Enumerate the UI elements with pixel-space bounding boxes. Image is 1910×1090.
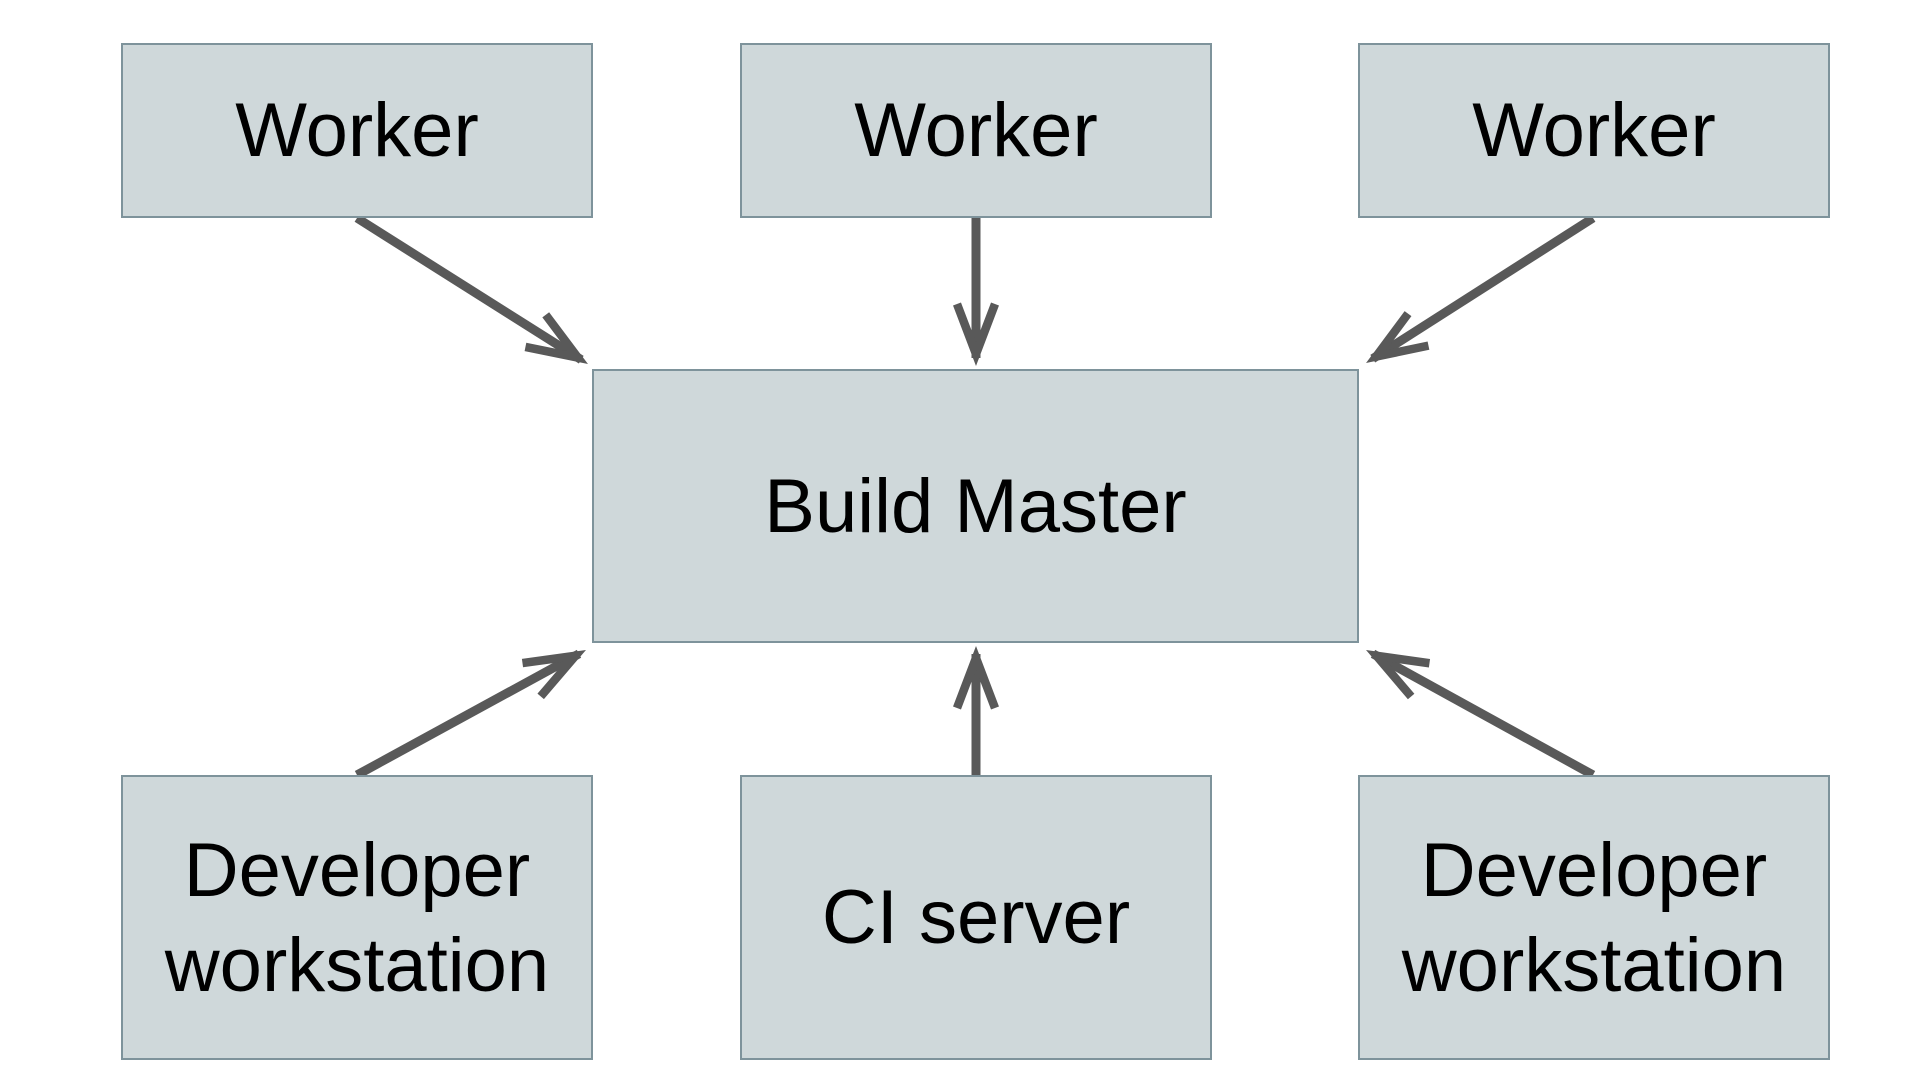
build-master-box: Build Master xyxy=(592,369,1359,643)
worker-1-label: Worker xyxy=(235,88,479,173)
ci-server-label: CI server xyxy=(821,875,1131,960)
arrow-developer-workstation-left-to-build-master xyxy=(354,649,586,779)
arrow-developer-workstation-right-to-build-master xyxy=(1366,649,1596,779)
arrow-worker-3-to-build-master xyxy=(1366,214,1596,363)
worker-1-box: Worker xyxy=(121,43,593,218)
arrowhead-icon xyxy=(524,312,588,364)
worker-2-box: Worker xyxy=(740,43,1212,218)
arrowhead-icon xyxy=(953,646,999,710)
ci-server-box: CI server xyxy=(740,775,1212,1060)
arrowhead-icon xyxy=(1366,311,1430,363)
arrowhead-icon xyxy=(1366,650,1431,700)
build-master-label: Build Master xyxy=(764,463,1187,549)
worker-2-label: Worker xyxy=(854,88,1098,173)
worker-3-label: Worker xyxy=(1472,88,1716,173)
arrow-worker-2-to-build-master xyxy=(953,218,999,366)
developer-workstation-right-label: Developer workstation xyxy=(1401,827,1787,1008)
developer-workstation-left-box: Developer workstation xyxy=(121,775,593,1060)
arrow-worker-1-to-build-master xyxy=(354,214,588,364)
worker-3-box: Worker xyxy=(1358,43,1830,218)
developer-workstation-right-box: Developer workstation xyxy=(1358,775,1830,1060)
arrowhead-icon xyxy=(521,650,586,700)
arrow-ci-server-to-build-master xyxy=(953,646,999,775)
developer-workstation-left-label: Developer workstation xyxy=(164,827,550,1008)
arrowhead-icon xyxy=(953,302,999,366)
